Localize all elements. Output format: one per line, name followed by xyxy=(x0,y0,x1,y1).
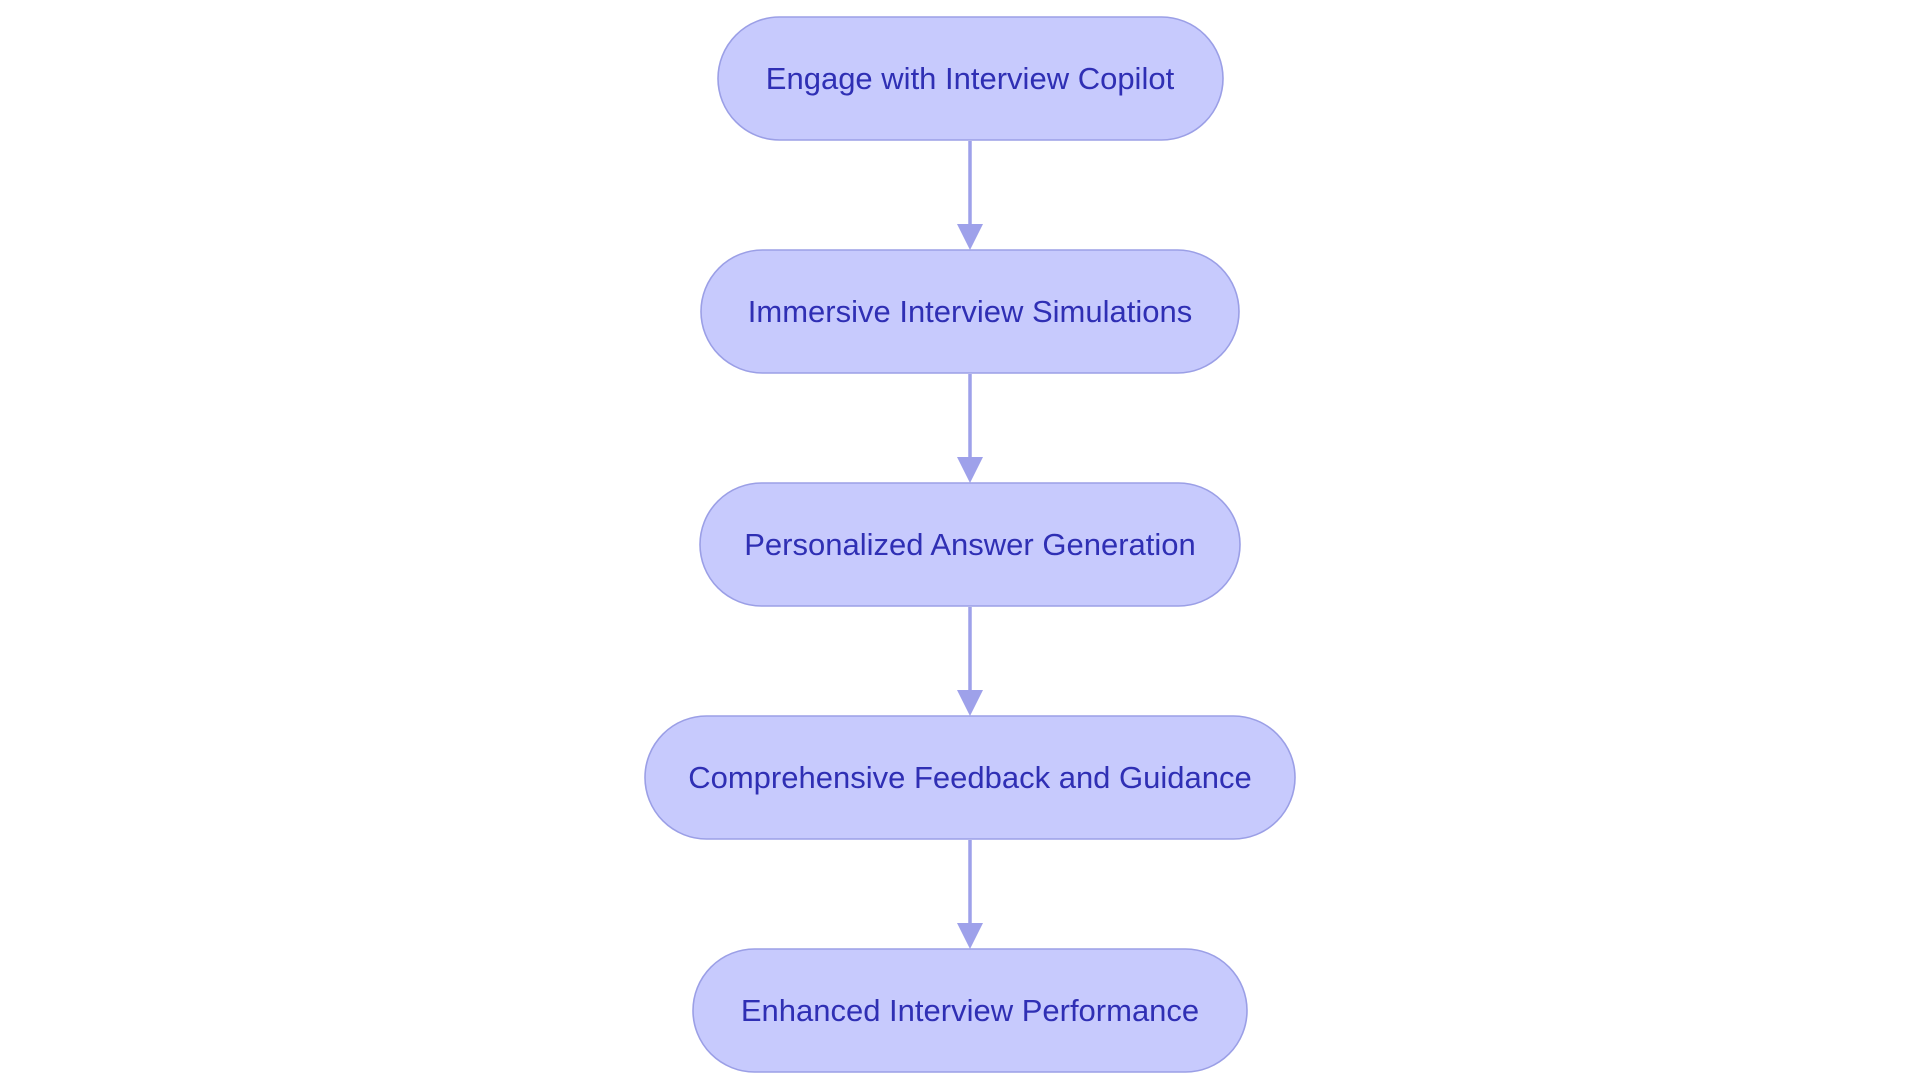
node-simulations: Immersive Interview Simulations xyxy=(700,249,1240,374)
edge-feedback-to-performance xyxy=(957,840,983,949)
node-label: Immersive Interview Simulations xyxy=(748,294,1192,329)
node-feedback: Comprehensive Feedback and Guidance xyxy=(644,715,1296,840)
node-label: Comprehensive Feedback and Guidance xyxy=(688,760,1252,795)
node-performance: Enhanced Interview Performance xyxy=(692,948,1248,1073)
node-shape xyxy=(717,16,1224,141)
node-label: Engage with Interview Copilot xyxy=(766,61,1175,96)
node-engage: Engage with Interview Copilot xyxy=(717,16,1224,141)
arrowhead-icon xyxy=(957,923,983,949)
arrowhead-icon xyxy=(957,224,983,250)
node-shape xyxy=(700,249,1240,374)
edge-answers-to-feedback xyxy=(957,607,983,716)
edge-simulations-to-answers xyxy=(957,374,983,483)
node-answers: Personalized Answer Generation xyxy=(699,482,1241,607)
node-shape xyxy=(644,715,1296,840)
edge-engage-to-simulations xyxy=(957,141,983,250)
arrowhead-icon xyxy=(957,690,983,716)
node-shape xyxy=(692,948,1248,1073)
node-shape xyxy=(699,482,1241,607)
arrowhead-icon xyxy=(957,457,983,483)
node-label: Personalized Answer Generation xyxy=(744,527,1195,562)
node-label: Enhanced Interview Performance xyxy=(741,993,1199,1028)
